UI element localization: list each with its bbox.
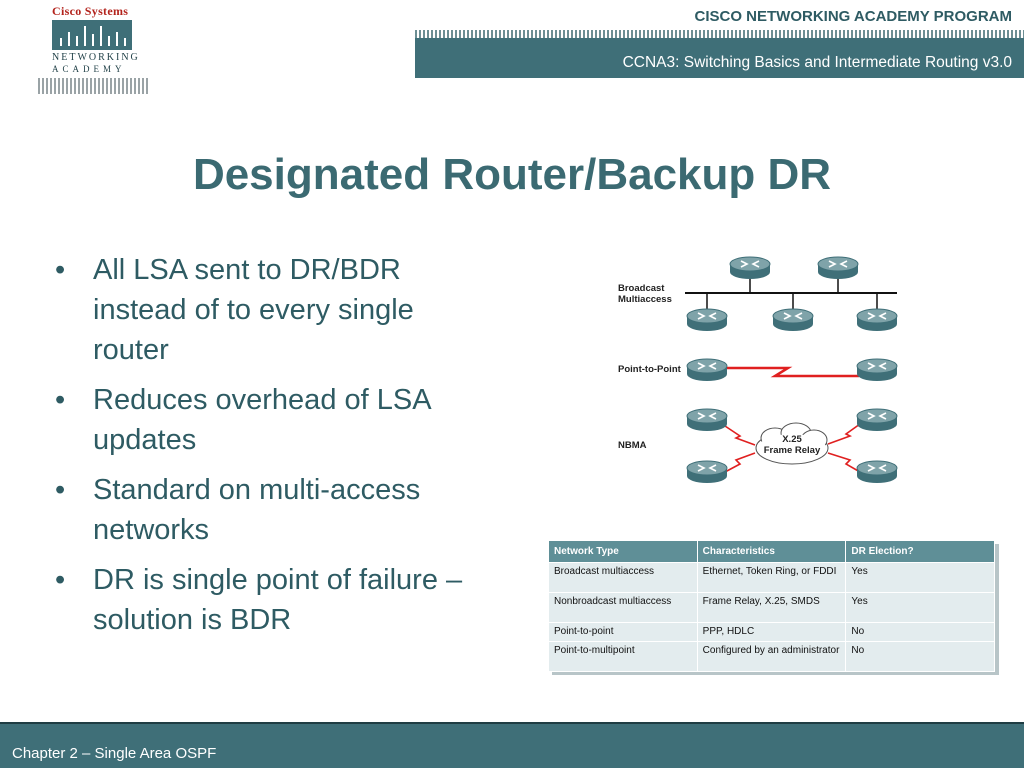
logo-line-academy: ACADEMY bbox=[52, 64, 126, 74]
router-icon bbox=[856, 358, 898, 382]
bullet-item: • Reduces overhead of LSA updates bbox=[55, 380, 495, 460]
bullet-text: Standard on multi-access networks bbox=[93, 474, 421, 546]
logo-brand: Cisco Systems bbox=[52, 4, 129, 18]
router-icon bbox=[729, 256, 771, 280]
router-icon bbox=[686, 358, 728, 382]
table-cell: Yes bbox=[845, 562, 995, 593]
router-icon bbox=[686, 308, 728, 332]
bullet-dot: • bbox=[55, 254, 66, 286]
cloud-label-frame-relay: Frame Relay bbox=[763, 445, 821, 456]
cloud-icon bbox=[755, 422, 829, 465]
logo-line-networking: NETWORKING bbox=[52, 52, 140, 63]
bullet-item: • DR is single point of failure – solutio… bbox=[55, 560, 495, 640]
label-point-to-point: Point-to-Point bbox=[618, 364, 681, 375]
table-cell: Nonbroadcast multiaccess bbox=[548, 592, 698, 623]
router-icon bbox=[856, 460, 898, 484]
course-title: CCNA3: Switching Basics and Intermediate… bbox=[622, 54, 1012, 71]
label-nbma: NBMA bbox=[618, 440, 647, 451]
table-cell: Yes bbox=[845, 592, 995, 623]
program-title: CISCO NETWORKING ACADEMY PROGRAM bbox=[694, 8, 1012, 25]
column-header: Characteristics bbox=[696, 540, 847, 563]
serial-link-line bbox=[727, 366, 859, 378]
bullet-text: Reduces overhead of LSA updates bbox=[93, 384, 430, 456]
table-row: Nonbroadcast multiaccess Frame Relay, X.… bbox=[548, 592, 995, 623]
network-types-diagram: Broadcast Multiaccess Point-to-Point NBM… bbox=[610, 250, 910, 495]
network-type-table: Network Type Characteristics DR Election… bbox=[548, 540, 995, 672]
column-header: DR Election? bbox=[845, 540, 995, 563]
router-icon bbox=[686, 408, 728, 432]
table-cell: Frame Relay, X.25, SMDS bbox=[696, 592, 847, 623]
router-icon bbox=[817, 256, 859, 280]
bullet-dot: • bbox=[55, 564, 66, 596]
table-cell: No bbox=[845, 641, 995, 672]
table-cell: PPP, HDLC bbox=[696, 622, 847, 642]
nbma-links bbox=[724, 423, 861, 473]
table-cell: Ethernet, Token Ring, or FDDI bbox=[696, 562, 847, 593]
bullet-text: All LSA sent to DR/BDR instead of to eve… bbox=[93, 254, 414, 366]
table-row: Broadcast multiaccess Ethernet, Token Ri… bbox=[548, 562, 995, 593]
bullet-text: DR is single point of failure – solution… bbox=[93, 564, 463, 636]
diagram-svg bbox=[685, 256, 898, 484]
table-row: Point-to-point PPP, HDLC No bbox=[548, 622, 995, 642]
label-broadcast-multiaccess: Broadcast Multiaccess bbox=[618, 283, 672, 305]
bullet-dot: • bbox=[55, 384, 66, 416]
footer-bar: Chapter 2 – Single Area OSPF bbox=[0, 722, 1024, 768]
router-icon bbox=[772, 308, 814, 332]
table-header-row: Network Type Characteristics DR Election… bbox=[548, 540, 995, 563]
cisco-networking-academy-logo: Cisco Systems NETWORKING ACADEMY bbox=[38, 2, 150, 94]
bullet-list: • All LSA sent to DR/BDR instead of to ev… bbox=[55, 250, 495, 650]
logo-bridge-icon bbox=[52, 20, 132, 50]
table-row: Point-to-multipoint Configured by an adm… bbox=[548, 641, 995, 672]
table-cell: Point-to-multipoint bbox=[548, 641, 698, 672]
bullet-item: • Standard on multi-access networks bbox=[55, 470, 495, 550]
table-cell: Point-to-point bbox=[548, 622, 698, 642]
column-header: Network Type bbox=[548, 540, 698, 563]
slide-title: Designated Router/Backup DR bbox=[192, 150, 832, 199]
header-hatch bbox=[415, 30, 1024, 38]
router-icon bbox=[686, 460, 728, 484]
table-cell: Broadcast multiaccess bbox=[548, 562, 698, 593]
router-icon bbox=[856, 408, 898, 432]
table-cell: No bbox=[845, 622, 995, 642]
bullet-item: • All LSA sent to DR/BDR instead of to ev… bbox=[55, 250, 495, 370]
chapter-title: Chapter 2 – Single Area OSPF bbox=[12, 745, 217, 762]
table-cell: Configured by an administrator bbox=[696, 641, 847, 672]
bullet-dot: • bbox=[55, 474, 66, 506]
header-bar bbox=[415, 38, 1024, 78]
router-icon bbox=[856, 308, 898, 332]
cloud-label-x25: X.25 bbox=[782, 434, 802, 445]
logo-stripe bbox=[38, 78, 148, 94]
